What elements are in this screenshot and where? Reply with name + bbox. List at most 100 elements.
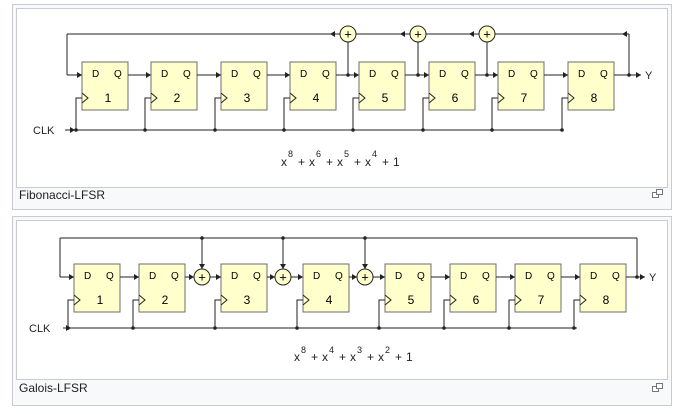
flip-flop-box (567, 61, 615, 111)
galois-xors: + + + (193, 236, 374, 286)
clock-triangle-icon (302, 294, 310, 306)
flip-flop-box (579, 263, 627, 313)
magnify-icon[interactable] (652, 383, 663, 392)
stage-number: 4 (326, 293, 333, 307)
clock-wire (491, 97, 498, 130)
arrowhead-icon (70, 127, 75, 133)
junction-dot (442, 326, 446, 330)
arrowhead-icon (69, 274, 74, 280)
arrowhead-icon (199, 264, 205, 269)
xor-symbol: + (198, 270, 206, 285)
stage-number: 5 (382, 91, 389, 105)
q-pin-label: Q (417, 271, 425, 282)
stage-number: 1 (97, 293, 104, 307)
d-pin-label: D (313, 271, 320, 282)
polynomial-base: x (281, 155, 287, 169)
flip-flop-box (81, 61, 129, 111)
clock-wire (508, 299, 515, 328)
stage-number: 6 (452, 91, 459, 105)
clock-wire (422, 97, 429, 130)
clock-wire (378, 299, 385, 328)
q-pin-label: Q (600, 69, 608, 80)
q-pin-label: Q (114, 69, 122, 80)
clock-triangle-icon (449, 294, 457, 306)
flip-flop-box (384, 263, 432, 313)
junction-dot (213, 128, 217, 132)
arrowhead-icon (424, 72, 429, 78)
arrowhead-icon (640, 274, 645, 280)
stage-number: 2 (174, 91, 181, 105)
junction-dot (572, 326, 576, 330)
clock-wire (296, 299, 303, 328)
clock-triangle-icon (220, 92, 228, 104)
magnify-icon[interactable] (652, 189, 663, 198)
junction-dot (351, 128, 355, 132)
junction-dot (346, 73, 350, 77)
polynomial-plus: + (311, 350, 318, 364)
xor-gate: + (409, 25, 427, 43)
xor-gate: + (356, 268, 374, 286)
clock-triangle-icon (567, 92, 575, 104)
stage-number: 7 (538, 293, 545, 307)
polynomial-plus: + (339, 350, 346, 364)
d-pin-label: D (395, 271, 402, 282)
junction-dot (560, 128, 564, 132)
arrowhead-icon (493, 72, 498, 78)
xor-symbol: + (361, 270, 369, 285)
arrowhead-icon (352, 274, 357, 280)
arrowhead-icon (189, 274, 194, 280)
clock-wire (75, 97, 82, 130)
clock-wire (573, 299, 580, 328)
arrowhead-icon (216, 274, 221, 280)
arrowhead-icon (77, 72, 82, 78)
arrowhead-icon (146, 72, 151, 78)
d-pin-label: D (231, 69, 238, 80)
clock-triangle-icon (289, 92, 297, 104)
fibonacci-clk-label: CLK (33, 125, 55, 137)
polynomial-exponent: 8 (288, 149, 293, 159)
junction-dot (490, 128, 494, 132)
junction-dot (282, 128, 286, 132)
xor-symbol: + (414, 27, 422, 42)
clock-wire (214, 97, 221, 130)
polynomial-exponent: 2 (385, 345, 390, 355)
clock-wire (443, 299, 450, 328)
xor-gate: + (478, 25, 496, 43)
q-pin-label: Q (253, 69, 261, 80)
polynomial-base: x (350, 350, 356, 364)
clock-triangle-icon (497, 92, 505, 104)
stage-number: 7 (521, 91, 528, 105)
d-pin-label: D (525, 271, 532, 282)
junction-dot (213, 326, 217, 330)
q-pin-label: Q (461, 69, 469, 80)
polynomial-plus: + (367, 350, 374, 364)
polynomial-plus: + (382, 155, 389, 169)
clock-wire (132, 299, 139, 328)
fibonacci-caption: Fibonacci-LFSR (19, 188, 106, 202)
clock-triangle-icon (138, 294, 146, 306)
flip-flop-box (289, 61, 337, 111)
galois-output-label: Y (649, 272, 657, 284)
arrowhead-icon (622, 31, 627, 37)
junction-dot (507, 326, 511, 330)
arrowhead-icon (354, 72, 359, 78)
flip-flop-box (150, 61, 198, 111)
stage-number: 5 (408, 293, 415, 307)
polynomial-base: x (337, 155, 343, 169)
q-pin-label: Q (547, 271, 555, 282)
polynomial-exponent: 6 (316, 149, 321, 159)
arrowhead-icon (298, 274, 303, 280)
xor-gate: + (274, 268, 292, 286)
q-pin-label: Q (391, 69, 399, 80)
polynomial-base: x (365, 155, 371, 169)
